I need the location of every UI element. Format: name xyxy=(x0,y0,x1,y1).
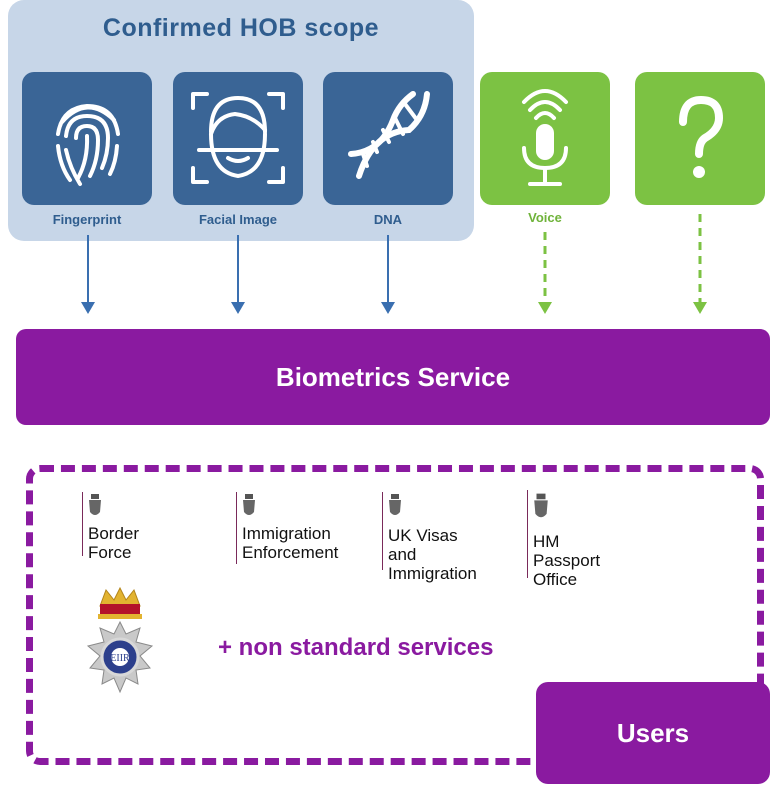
org-name: HM Passport Office xyxy=(533,532,601,589)
question-mark-icon xyxy=(679,95,724,178)
crown-crest-icon xyxy=(534,493,548,518)
users-label-box: Users xyxy=(536,682,770,784)
svg-text:EIIR: EIIR xyxy=(110,653,130,664)
microphone-icon xyxy=(522,89,568,186)
dna-icon xyxy=(348,91,430,179)
users-group-frame xyxy=(26,465,764,765)
voice-label: Voice xyxy=(528,210,562,225)
facial-image-tile xyxy=(173,72,303,205)
crown-crest-icon xyxy=(89,494,101,515)
org-name: UK Visas and Immigration xyxy=(388,526,477,583)
fingerprint-icon xyxy=(56,103,120,186)
org-name: Border Force xyxy=(88,524,140,562)
fingerprint-label: Fingerprint xyxy=(52,212,122,227)
dna-label: DNA xyxy=(373,212,403,227)
police-badge-icon: EIIR xyxy=(86,586,154,694)
dna-tile xyxy=(323,72,453,205)
users-label: Users xyxy=(616,717,690,748)
face-icon xyxy=(191,92,285,184)
fingerprint-tile xyxy=(22,72,152,205)
unknown-modality-tile xyxy=(635,72,765,205)
facial-image-label: Facial Image xyxy=(198,212,278,227)
scope-title: Confirmed HOB scope xyxy=(102,14,380,42)
biometrics-service-bar: Biometrics Service xyxy=(16,329,770,425)
crown-crest-icon xyxy=(243,494,255,515)
biometrics-service-label: Biometrics Service xyxy=(275,361,511,392)
non-standard-services-label: + non standard services xyxy=(218,634,494,661)
voice-tile xyxy=(480,72,610,205)
crown-crest-icon xyxy=(389,494,401,515)
org-name: Immigration Enforcement xyxy=(242,524,339,562)
